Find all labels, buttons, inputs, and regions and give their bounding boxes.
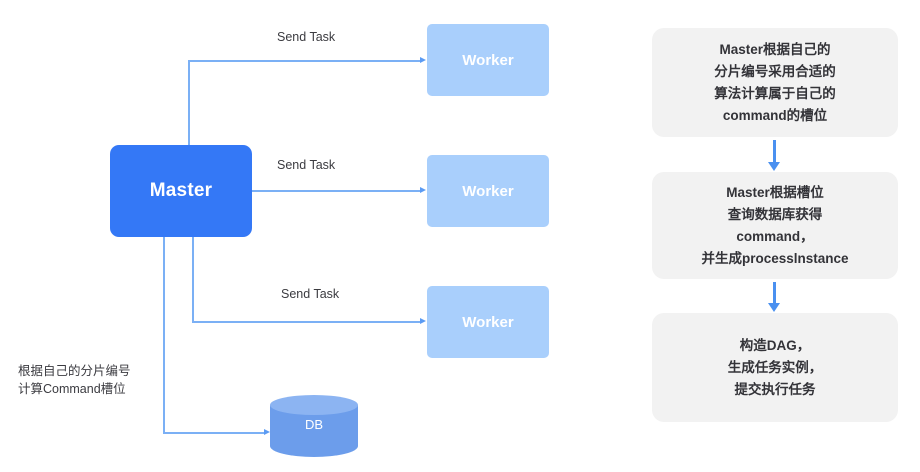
node-worker-2[interactable]: Worker xyxy=(427,155,549,227)
connector-master-to-db-horizontal xyxy=(163,432,265,434)
arrowhead-worker3 xyxy=(420,318,426,324)
connector-master-to-worker2-horizontal xyxy=(252,190,421,192)
flow-arrow-2-shaft xyxy=(773,282,776,305)
flow-step-3-label: 构造DAG， 生成任务实例， 提交执行任务 xyxy=(727,337,823,397)
flow-arrow-1-head-icon xyxy=(768,162,780,171)
node-worker-1[interactable]: Worker xyxy=(427,24,549,96)
arrowhead-worker1 xyxy=(420,57,426,63)
flow-arrow-2-head-icon xyxy=(768,303,780,312)
node-worker-3[interactable]: Worker xyxy=(427,286,549,358)
arrowhead-worker2 xyxy=(420,187,426,193)
database-cylinder-top xyxy=(270,395,358,415)
flow-step-3[interactable]: 构造DAG， 生成任务实例， 提交执行任务 xyxy=(652,313,898,422)
node-master-label: Master xyxy=(149,180,213,201)
node-master[interactable]: Master xyxy=(110,145,252,237)
flow-step-1-label: Master根据自己的 分片编号采用合适的 算法计算属于自己的 command的… xyxy=(714,41,836,123)
node-database-label: DB xyxy=(304,417,324,432)
connector-master-to-worker1-vertical xyxy=(188,61,190,146)
node-worker-1-label: Worker xyxy=(462,51,514,69)
node-worker-3-label: Worker xyxy=(462,313,514,331)
edge-label-send-task-3: Send Task xyxy=(281,287,340,301)
edge-label-send-task-1: Send Task xyxy=(277,30,336,44)
connector-master-to-worker1-horizontal xyxy=(188,60,421,62)
node-worker-2-label: Worker xyxy=(462,182,514,200)
side-note-sharding: 根据自己的分片编号 计算Command槽位 xyxy=(18,364,131,396)
flow-step-1[interactable]: Master根据自己的 分片编号采用合适的 算法计算属于自己的 command的… xyxy=(652,28,898,137)
connector-master-to-db-vertical xyxy=(163,237,165,433)
arrowhead-db xyxy=(264,429,270,435)
flow-step-2-label: Master根据槽位 查询数据库获得 command， 并生成processln… xyxy=(701,184,849,266)
node-database[interactable]: DB xyxy=(270,395,358,462)
connector-master-to-worker3-horizontal xyxy=(192,321,421,323)
connector-master-to-worker3-vertical xyxy=(192,237,194,322)
flow-arrow-1-shaft xyxy=(773,140,776,164)
flow-step-2[interactable]: Master根据槽位 查询数据库获得 command， 并生成processln… xyxy=(652,172,898,279)
edge-label-send-task-2: Send Task xyxy=(277,158,336,172)
